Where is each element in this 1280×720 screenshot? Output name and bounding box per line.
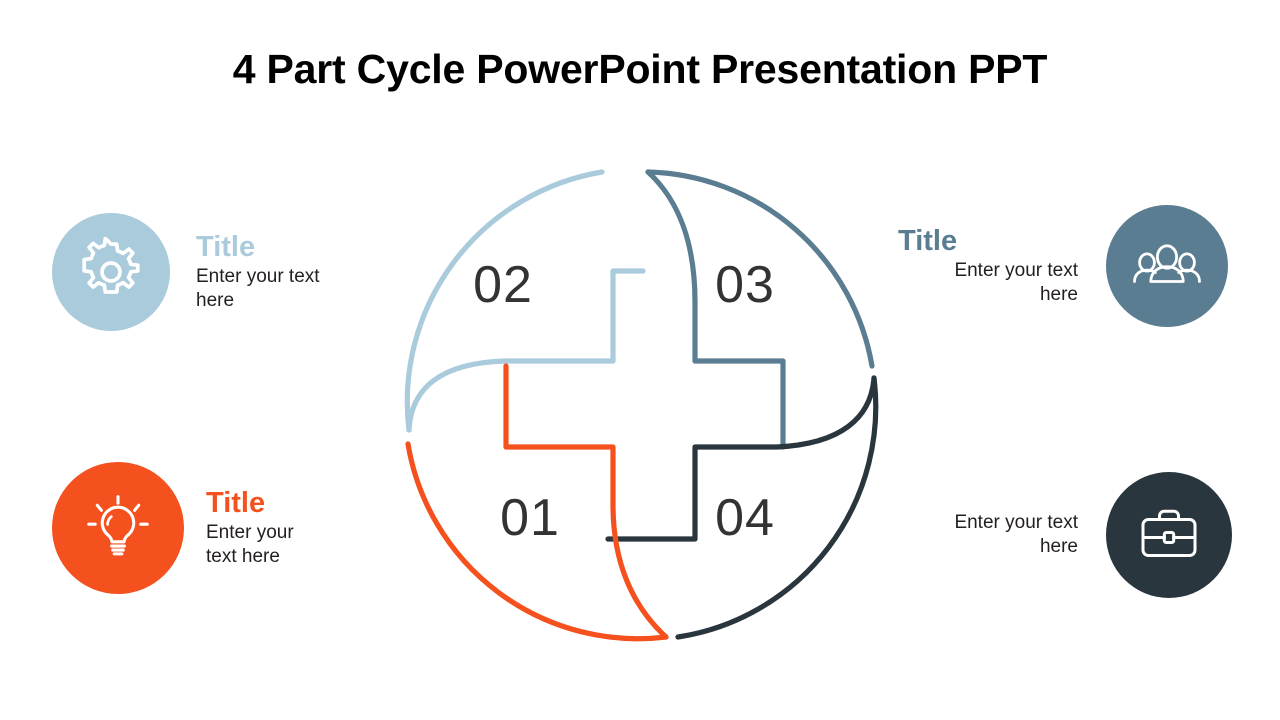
cycle-item-04[interactable]: Enter your text here xyxy=(898,472,1232,598)
item-04-body-line2: here xyxy=(1039,536,1078,557)
item-01-text: Title Enter your text here xyxy=(206,486,381,569)
segment-04-outer-arc xyxy=(675,375,879,640)
lightbulb-icon xyxy=(87,495,149,556)
item-02-title: Title xyxy=(196,230,256,263)
segment-number-04: 04 xyxy=(715,489,775,547)
segment-03-inner-path xyxy=(645,169,786,450)
segment-04-inner-path xyxy=(605,375,877,542)
item-01-body-line1: Enter your xyxy=(206,521,294,543)
briefcase-icon xyxy=(1141,509,1197,557)
people-icon-circle xyxy=(1106,205,1228,327)
segment-03-outer-arc xyxy=(645,169,875,369)
segment-number-02: 02 xyxy=(473,256,533,314)
gear-icon-circle xyxy=(52,213,170,331)
gear-icon xyxy=(82,237,140,294)
segment-02-inner-path xyxy=(406,268,646,433)
cycle-item-03[interactable]: Title Enter your text here xyxy=(898,205,1228,327)
cycle-item-02[interactable]: Title Enter your text here xyxy=(52,213,386,331)
item-02-body: Enter your text here xyxy=(196,265,320,313)
segment-number-01: 01 xyxy=(500,489,560,547)
segment-02-outer-arc xyxy=(404,169,605,433)
segment-01-outer-arc xyxy=(405,441,669,642)
item-01-title: Title xyxy=(206,486,266,519)
item-04-body: Enter your text here xyxy=(954,511,1078,559)
page-title: 4 Part Cycle PowerPoint Presentation PPT xyxy=(232,46,1048,92)
item-04-text: Enter your text here xyxy=(898,511,1078,559)
people-icon xyxy=(1133,244,1201,283)
item-02-body-line1: Enter your text xyxy=(196,265,320,287)
item-03-title: Title xyxy=(898,224,958,257)
segment-01-inner-path xyxy=(503,363,669,640)
item-04-body-line1: Enter your text xyxy=(954,512,1078,534)
lightbulb-icon-circle xyxy=(52,462,184,594)
item-03-body-line1: Enter your text xyxy=(954,259,1078,281)
segment-number-03: 03 xyxy=(715,256,775,314)
item-01-body-line2: text here xyxy=(206,545,280,567)
segment-01-strokes xyxy=(405,363,669,642)
segment-02-strokes xyxy=(404,169,646,433)
briefcase-icon-circle xyxy=(1106,472,1232,598)
item-02-body-line2: here xyxy=(196,289,235,311)
four-part-cycle-diagram[interactable]: 02 03 01 04 xyxy=(385,150,895,660)
segment-04-strokes xyxy=(605,375,879,640)
cycle-item-01[interactable]: Title Enter your text here xyxy=(52,462,381,594)
item-03-text: Title Enter your text here xyxy=(898,224,1078,307)
item-01-body: Enter your text here xyxy=(206,521,294,569)
item-02-text: Title Enter your text here xyxy=(196,230,386,313)
segment-03-strokes xyxy=(645,169,875,450)
item-03-body-line2: here xyxy=(1039,283,1078,305)
item-03-body: Enter your text here xyxy=(954,259,1078,307)
